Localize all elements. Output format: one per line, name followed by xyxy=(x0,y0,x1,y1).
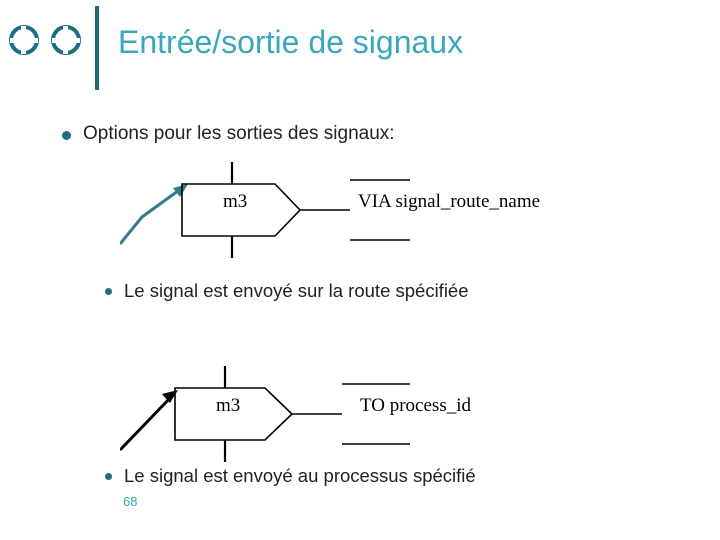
signal-name-label: m3 xyxy=(223,191,248,212)
bullet-options-label: Options pour les sorties des signaux: xyxy=(83,123,395,144)
bullet-dot-icon xyxy=(105,473,112,480)
signal-output-shape xyxy=(181,183,302,237)
signal-destination-label: VIA signal_route_name xyxy=(358,191,541,212)
header-vertical-rule xyxy=(95,6,99,90)
signal-name-label: m3 xyxy=(216,395,241,416)
bullet-dot-icon xyxy=(105,288,112,295)
page-title: Entrée/sortie de signaux xyxy=(118,24,464,60)
circle-outline-icon xyxy=(51,25,81,55)
signal-output-shape xyxy=(174,387,294,441)
bullet-route-label: Le signal est envoyé sur la route spécif… xyxy=(124,280,469,301)
slide-header: Entrée/sortie de signaux xyxy=(0,0,720,96)
signal-destination-label: TO process_id xyxy=(360,395,471,416)
incoming-arrow-icon xyxy=(120,186,183,245)
bullet-process: Le signal est envoyé au processus spécif… xyxy=(105,465,476,486)
bullet-process-label: Le signal est envoyé au processus spécif… xyxy=(124,465,476,486)
arrowhead-icon xyxy=(173,184,188,197)
arrowhead-icon xyxy=(162,390,178,403)
bullet-dot-icon xyxy=(62,131,71,140)
decorative-circles xyxy=(8,22,88,58)
bullet-route: Le signal est envoyé sur la route spécif… xyxy=(105,280,469,301)
signal-output-diagram-to: m3 TO process_id xyxy=(120,366,640,470)
circle-outline-icon xyxy=(9,25,39,55)
signal-output-diagram-via: m3 VIA signal_route_name xyxy=(120,162,640,266)
page-number: 68 xyxy=(123,494,138,509)
bullet-options: Options pour les sorties des signaux: xyxy=(62,123,395,145)
incoming-arrow-icon xyxy=(120,394,174,452)
